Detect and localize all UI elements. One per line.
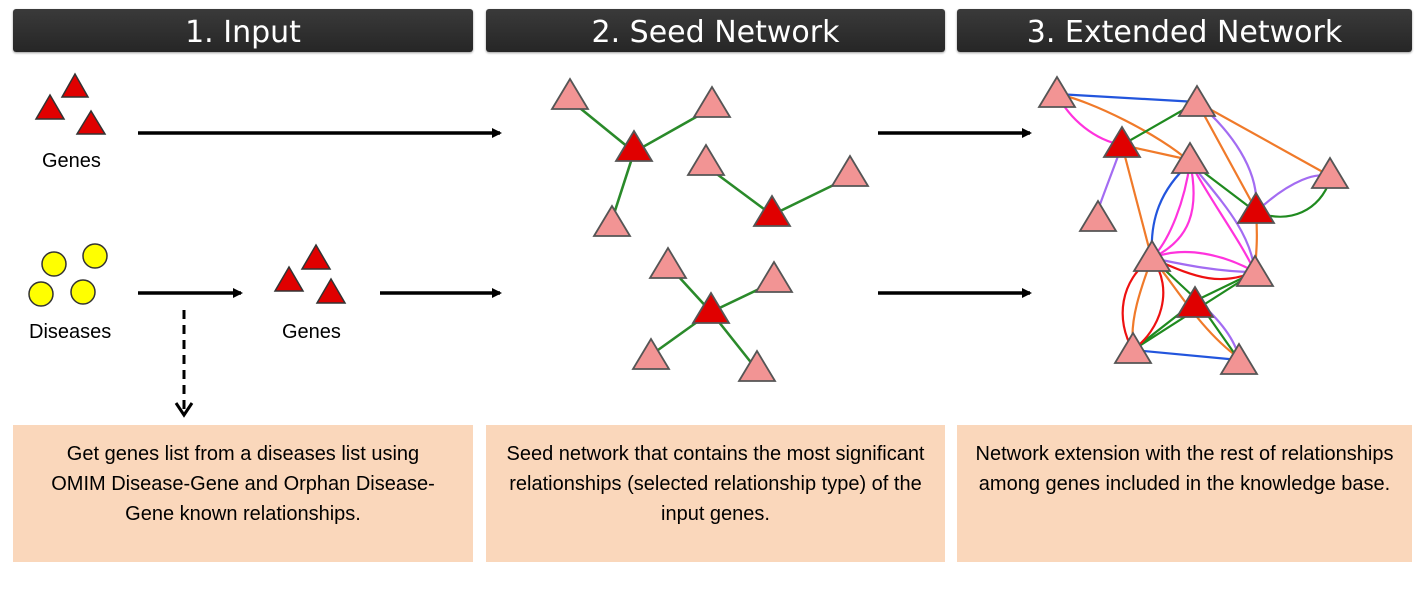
gene-node <box>592 204 632 237</box>
gene-node <box>686 143 726 176</box>
gene-node <box>1037 75 1077 108</box>
gene-node <box>752 194 792 227</box>
gene-node <box>1132 239 1172 272</box>
input-diseases-icon <box>28 243 108 307</box>
disease-circle <box>70 279 96 305</box>
gene-triangle <box>75 109 107 135</box>
gene-node <box>1236 191 1276 224</box>
gene-triangle <box>60 72 90 98</box>
gene-node <box>1175 285 1215 318</box>
gene-node <box>550 77 590 110</box>
diseases-label: Diseases <box>29 321 112 343</box>
header-input: 1. Input <box>13 9 473 52</box>
gene-node <box>830 154 870 187</box>
description-input: Get genes list from a diseases list usin… <box>13 425 473 562</box>
gene-triangle <box>315 277 347 304</box>
gene-node <box>691 291 731 324</box>
gene-triangle <box>300 243 332 270</box>
gene-node <box>1078 199 1118 232</box>
gene-node <box>1219 342 1259 375</box>
gene-node <box>754 260 794 293</box>
gene-node <box>631 337 671 370</box>
header-seed-network: 2. Seed Network <box>486 9 945 52</box>
disease-circle <box>41 251 67 277</box>
gene-triangle <box>273 265 305 292</box>
gene-node <box>1235 254 1275 287</box>
description-extended-network: Network extension with the rest of relat… <box>957 425 1412 562</box>
gene-node <box>1113 331 1153 364</box>
gene-node <box>614 129 654 162</box>
gene-triangle <box>34 93 66 120</box>
input-genes-icon <box>34 72 107 135</box>
gene-node <box>692 85 732 118</box>
header-extended-network: 3. Extended Network <box>957 9 1412 52</box>
dashed-arrow-head <box>174 402 194 418</box>
disease-circle <box>82 243 108 269</box>
gene-node <box>1310 156 1350 189</box>
extended-nodes <box>1037 75 1350 375</box>
gene-node <box>737 349 777 382</box>
genes-label: Genes <box>42 150 101 172</box>
genes-label-derived: Genes <box>282 321 341 343</box>
disease-circle <box>28 281 54 307</box>
derived-genes-icon <box>273 243 347 304</box>
seed-nodes <box>550 77 870 382</box>
gene-node <box>1102 125 1142 158</box>
gene-node <box>1170 141 1210 174</box>
gene-node <box>648 246 688 279</box>
description-seed-network: Seed network that contains the most sign… <box>486 425 945 562</box>
gene-node <box>1177 84 1217 117</box>
